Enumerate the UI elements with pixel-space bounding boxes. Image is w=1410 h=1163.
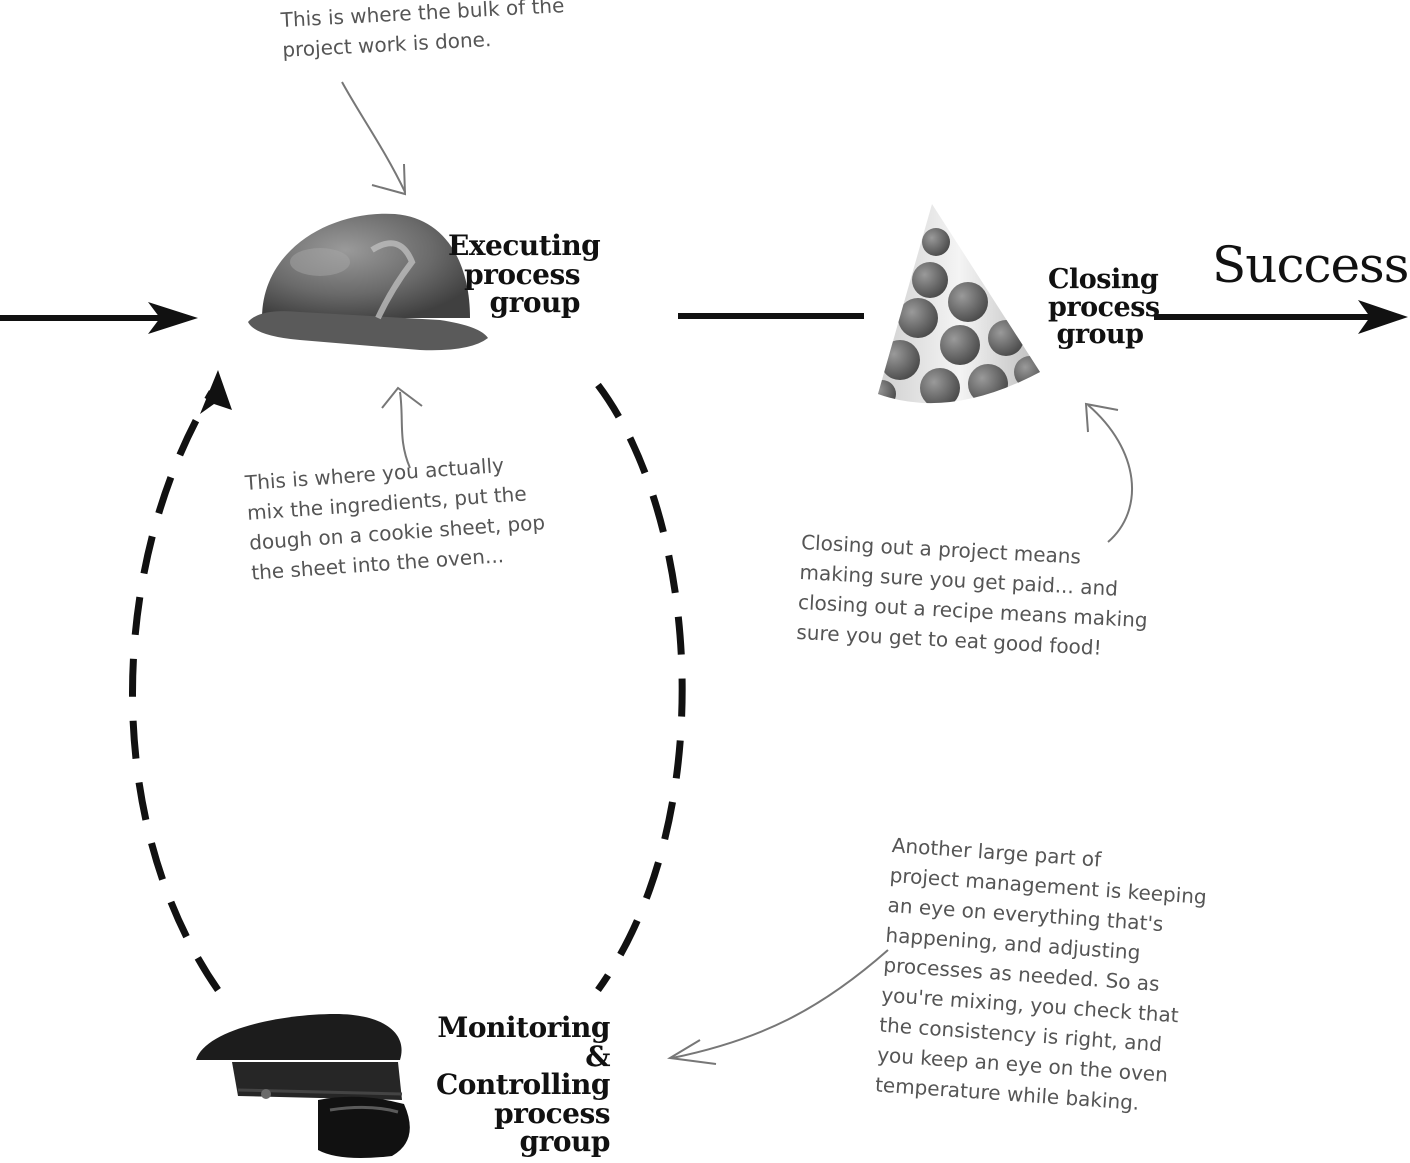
closing-note: Closing out a project means making sure … — [795, 529, 1149, 660]
closing-process-group-label: Closing process group — [1048, 264, 1160, 351]
annotation-arrows — [341, 81, 1134, 1065]
executing-cookie-note: This is where you actually mix the ingre… — [244, 452, 546, 585]
party-hat-icon — [878, 204, 1040, 404]
monitoring-loop-dashed — [129, 370, 686, 993]
hard-hat-icon — [248, 213, 488, 351]
monitoring-note: Another large part of project management… — [874, 832, 1208, 1115]
success-arrow — [1154, 300, 1408, 334]
monitoring-controlling-process-group-label: Monitoring & Controlling process group — [435, 1011, 611, 1159]
success-label: Success! — [1212, 236, 1410, 294]
executing-process-group-label: Executing process group — [448, 229, 601, 320]
incoming-arrow — [0, 302, 198, 334]
officer-cap-icon — [196, 1014, 410, 1158]
